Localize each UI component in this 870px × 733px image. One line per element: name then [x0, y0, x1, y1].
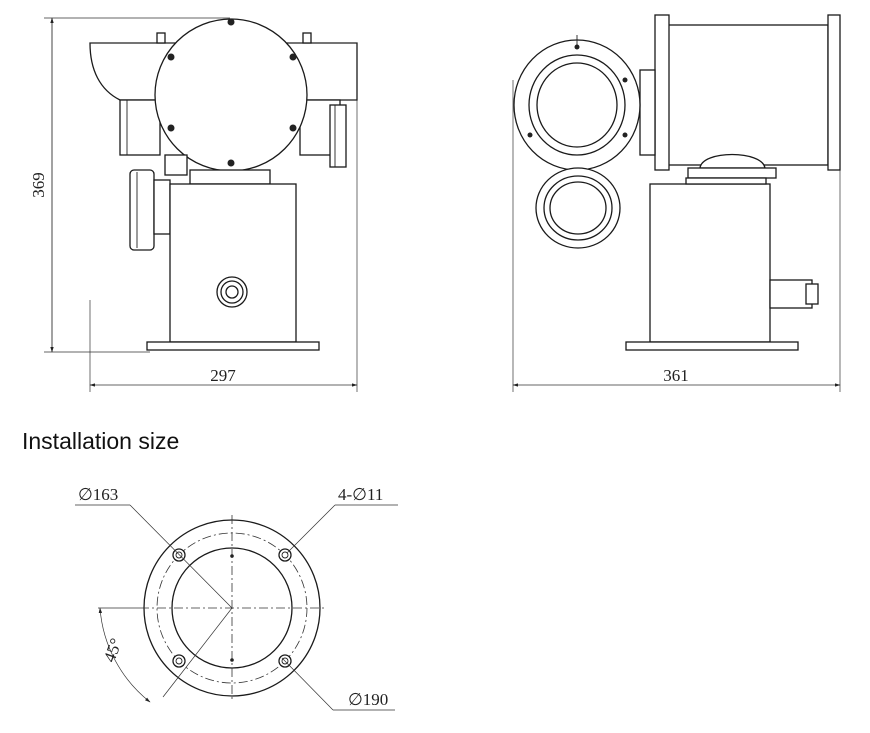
height-label: 369: [29, 172, 48, 198]
angle-label: 45°: [100, 636, 126, 665]
cover-plate: [154, 18, 308, 172]
base-cylinder-side: [649, 183, 771, 343]
installation-view: ∅163 4-∅11 ∅190 45°: [75, 485, 398, 711]
front-view: 369 297: [29, 17, 358, 392]
foot-plate-side: [625, 341, 799, 351]
base-cylinder: [169, 183, 297, 343]
inner-diameter-label: ∅163: [78, 485, 118, 504]
side-view: 361: [512, 14, 841, 392]
front-width-label: 297: [210, 366, 236, 385]
holes-label: 4-∅11: [338, 485, 383, 504]
width-dimension-front: 297: [89, 70, 358, 392]
height-dimension: 369: [29, 17, 230, 353]
side-width-label: 361: [663, 366, 689, 385]
foot-plate-front: [146, 341, 320, 351]
outer-diameter-label: ∅190: [348, 690, 388, 709]
side-connector: [129, 169, 155, 251]
section-heading: Installation size: [22, 428, 180, 454]
housing-tube-left: [119, 99, 161, 156]
housing-cylinder-side: [667, 24, 829, 166]
